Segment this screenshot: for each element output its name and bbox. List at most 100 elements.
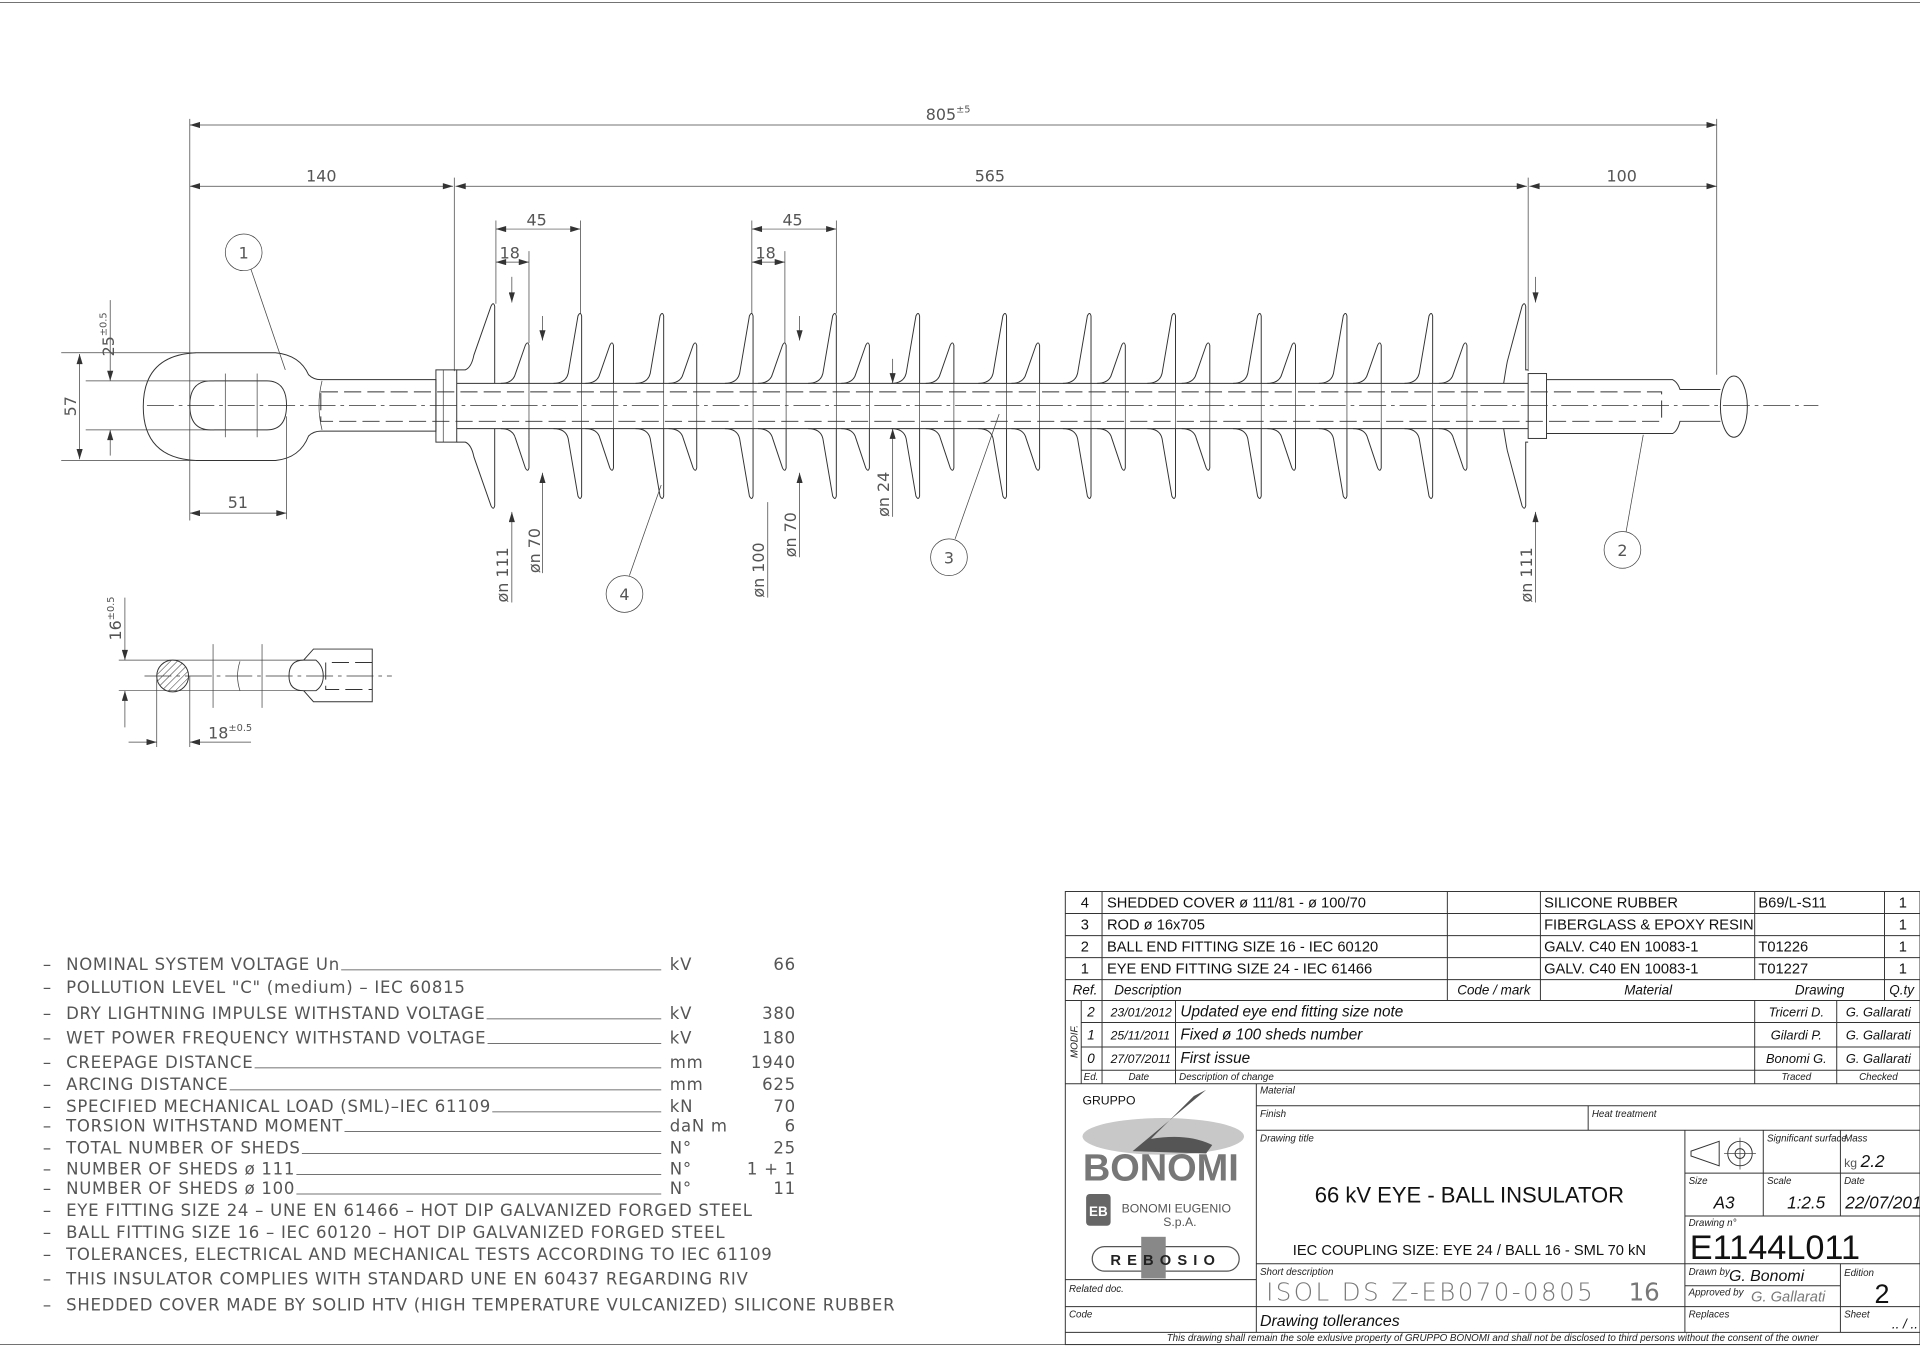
approved-by-label: Approved by xyxy=(1688,1288,1745,1299)
parts-cell-qty: 1 xyxy=(1899,895,1907,911)
shed-d100 xyxy=(1318,313,1348,499)
sheet-label: Sheet xyxy=(1844,1310,1871,1321)
related-doc-label: Related doc. xyxy=(1069,1284,1124,1295)
spec-item: –SPECIFIED MECHANICAL LOAD (SML)–IEC 611… xyxy=(43,1097,796,1116)
balloon-4: 4 xyxy=(605,484,662,613)
spec-unit: N° xyxy=(670,1179,692,1198)
size-value: A3 xyxy=(1713,1193,1735,1213)
parts-cell-description: BALL END FITTING SIZE 16 - IEC 60120 xyxy=(1107,940,1378,956)
dim-slot-length: 51 xyxy=(228,493,248,512)
svg-text:4: 4 xyxy=(619,585,629,604)
parts-cell-material: SILICONE RUBBER xyxy=(1544,895,1678,911)
drawing-number: E1144L011 xyxy=(1690,1229,1860,1267)
parts-cell-ref: 2 xyxy=(1081,940,1089,956)
dim-section-height: 16±0.5 xyxy=(106,596,125,640)
spec-label: NUMBER OF SHEDS ø 111 xyxy=(66,1159,295,1178)
shed-d111-left xyxy=(456,303,496,509)
drawn-by-label: Drawn by xyxy=(1689,1267,1731,1278)
spec-bullet: – xyxy=(43,1159,52,1178)
mass-label: Mass xyxy=(1844,1133,1867,1144)
header-date: Date xyxy=(1128,1072,1149,1083)
spec-item: –SHEDDED COVER MADE BY SOLID HTV (HIGH T… xyxy=(43,1295,895,1314)
eye-end-fitting xyxy=(142,352,437,461)
shed-d100 xyxy=(978,313,1008,499)
parts-cell-description: EYE END FITTING SIZE 24 - IEC 61466 xyxy=(1107,962,1372,978)
edition-value: 2 xyxy=(1875,1279,1890,1309)
dim-gap-2: 18 xyxy=(756,243,776,262)
revision-cell-description: Fixed ø 100 sheds number xyxy=(1180,1027,1363,1044)
spec-bullet: – xyxy=(43,1075,52,1094)
dim-d70-mid: øn 70 xyxy=(781,512,800,557)
dim-pitch-1: 45 xyxy=(527,210,547,229)
header-material: Material xyxy=(1624,982,1673,997)
dim-housing-length: 565 xyxy=(975,166,1005,185)
shed-d70 xyxy=(585,342,614,471)
dim-eye-width: 57 xyxy=(61,396,80,416)
spec-unit: kV xyxy=(670,1004,692,1023)
shed-d70 xyxy=(1438,342,1468,471)
date-label: Date xyxy=(1844,1176,1865,1187)
shed-d100 xyxy=(1147,313,1176,499)
spec-bullet: – xyxy=(43,1139,52,1158)
spec-bullet: – xyxy=(43,955,52,974)
parts-cell-description: ROD ø 16x705 xyxy=(1107,917,1205,933)
code-label: Code xyxy=(1069,1310,1093,1321)
spec-value: 66 xyxy=(773,955,796,974)
spec-bullet: – xyxy=(43,1270,52,1289)
eye-crimp-collar xyxy=(435,369,458,443)
dim-d24: øn 24 xyxy=(874,472,893,517)
revision-cell-checked: G. Gallarati xyxy=(1846,1028,1912,1043)
revision-cell-ed: 0 xyxy=(1087,1051,1095,1066)
dim-ball-length: 100 xyxy=(1607,166,1637,185)
parts-cell-material: FIBERGLASS & EPOXY RESIN xyxy=(1544,917,1754,933)
dim-pitch-2: 45 xyxy=(782,210,802,229)
revision-cell-date: 23/01/2012 xyxy=(1110,1005,1172,1019)
parts-cell-ref: 4 xyxy=(1081,895,1089,911)
header-traced: Traced xyxy=(1781,1072,1811,1083)
spec-unit: kV xyxy=(670,955,692,974)
spec-label: ARCING DISTANCE xyxy=(66,1075,228,1094)
spec-bullet: – xyxy=(43,978,52,997)
shed-d100 xyxy=(635,313,665,499)
spec-value: 1 + 1 xyxy=(747,1159,796,1178)
eye-slot xyxy=(189,380,288,431)
spec-value: 70 xyxy=(773,1097,796,1116)
header-description: Description xyxy=(1114,982,1181,997)
dim-gap-1: 18 xyxy=(500,243,520,262)
shed-d70 xyxy=(500,342,530,471)
spec-value: 180 xyxy=(762,1028,796,1047)
material-label: Material xyxy=(1260,1086,1296,1097)
spec-label: CREEPAGE DISTANCE xyxy=(66,1053,253,1072)
eb-monogram: EB xyxy=(1089,1204,1108,1219)
revision-cell-checked: G. Gallarati xyxy=(1846,1051,1912,1066)
balloon-3: 3 xyxy=(930,413,1000,576)
shed-d70 xyxy=(668,342,698,471)
spec-bullet: – xyxy=(43,1201,52,1220)
svg-text:BONOMI EUGENIO: BONOMI EUGENIO xyxy=(1122,1201,1231,1215)
shed-d70 xyxy=(757,342,787,471)
heat-treatment-label: Heat treatment xyxy=(1592,1109,1658,1120)
parts-cell-qty: 1 xyxy=(1899,940,1907,956)
spec-label: THIS INSULATOR COMPLIES WITH STANDARD UN… xyxy=(65,1270,748,1289)
spec-item: –POLLUTION LEVEL "C" (medium) – IEC 6081… xyxy=(43,978,466,997)
spec-item: –BALL FITTING SIZE 16 – IEC 60120 – HOT … xyxy=(43,1223,725,1242)
shed-d70 xyxy=(1097,342,1126,471)
shed-d111-right xyxy=(1503,303,1529,509)
spec-value: 6 xyxy=(785,1117,796,1136)
drawing-subtitle: IEC COUPLING SIZE: EYE 24 / BALL 16 - SM… xyxy=(1293,1243,1646,1259)
insulator-main-view: 805±5 140 565 100 45 18 45 18 57 xyxy=(61,105,1819,613)
svg-text:BONOMI: BONOMI xyxy=(1083,1147,1239,1189)
spec-label: DRY LIGHTNING IMPULSE WITHSTAND VOLTAGE xyxy=(66,1004,485,1023)
rod-hidden-outline xyxy=(320,391,1663,422)
spec-unit: N° xyxy=(670,1139,692,1158)
shed-d70 xyxy=(841,342,870,471)
spec-label: POLLUTION LEVEL "C" (medium) – IEC 60815 xyxy=(66,978,466,997)
spec-label: TOLERANCES, ELECTRICAL AND MECHANICAL TE… xyxy=(65,1245,772,1264)
